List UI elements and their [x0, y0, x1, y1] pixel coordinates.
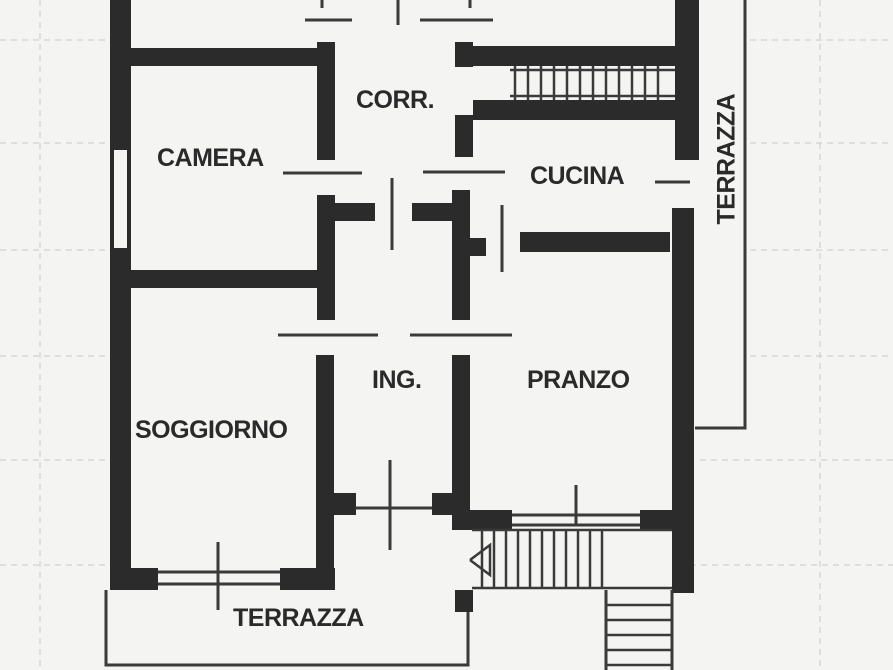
- room-label-dining: PRANZO: [527, 366, 630, 394]
- thin-lines: [104, 0, 747, 670]
- room-label-bedroom: CAMERA: [157, 144, 264, 172]
- room-label-entrance: ING.: [372, 366, 422, 394]
- room-label-terrace-south: TERRAZZA: [233, 604, 364, 632]
- stair-lower: [469, 528, 672, 667]
- room-label-living: SOGGIORNO: [135, 416, 288, 444]
- room-label-terrace-east: TERRAZZA: [712, 93, 741, 225]
- room-label-corridor: CORR.: [356, 86, 435, 114]
- stair-upper: [510, 66, 675, 100]
- walls: [110, 0, 699, 612]
- room-label-kitchen: CUCINA: [530, 162, 625, 190]
